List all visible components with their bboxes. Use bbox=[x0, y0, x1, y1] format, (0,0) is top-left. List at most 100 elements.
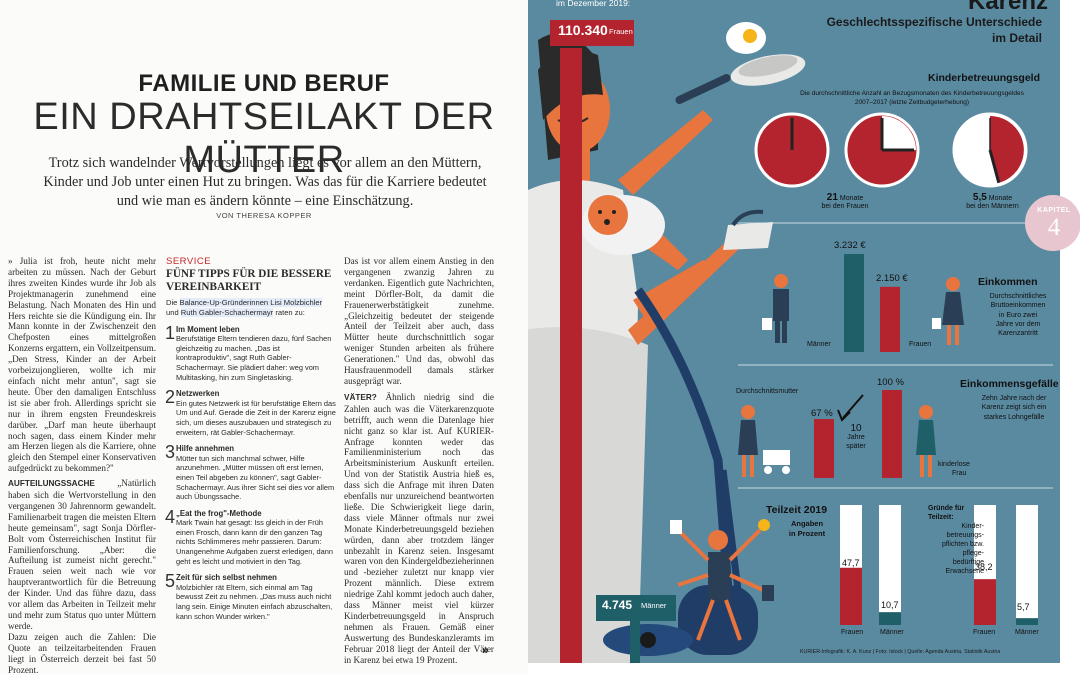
column-3-paragraph-2: Ähnlich niedrig sind die Zahlen auch was… bbox=[344, 391, 494, 665]
article-lead: Trotz sich wandelnder Wertvorstellungen … bbox=[43, 155, 487, 209]
gap-mother-value: 67 % bbox=[811, 408, 833, 419]
reason-line: betreuungs- bbox=[946, 532, 984, 539]
credit-line: KURIER-Infografik: K. A. Kunz | Foto: Is… bbox=[800, 649, 1001, 655]
clock-men-wedge bbox=[990, 116, 1024, 183]
tip-text: Ein gutes Netzwerk ist für berufstätige … bbox=[176, 398, 336, 437]
kbg-description-1: Die durchschnittliche Anzahl an Bezugsmo… bbox=[800, 90, 1024, 97]
subhead-vaeter: VÄTER? bbox=[344, 392, 377, 402]
top-left-caption: im Dezember 2019: bbox=[556, 0, 631, 8]
parttime-women-value: 47,7 bbox=[842, 558, 860, 568]
bar-charts bbox=[814, 254, 1038, 625]
tip-title: „Eat the frog"-Methode bbox=[176, 508, 262, 518]
men-count-bar bbox=[596, 595, 676, 663]
intro-text: und bbox=[166, 307, 181, 317]
reason-men-label: Männer bbox=[1015, 629, 1039, 636]
income-desc-line: Durchschnittliches bbox=[989, 293, 1047, 300]
clock-remainder-wedge bbox=[882, 116, 916, 150]
reason-bar-men bbox=[1016, 618, 1038, 625]
reason-women-value: 38,2 bbox=[975, 562, 993, 572]
gap-childless-value: 100 % bbox=[877, 377, 904, 388]
article-headline: EIN DRAHTSEILAKT DER MÜTTER bbox=[33, 96, 495, 181]
kbg-women-label: bei den Frauen bbox=[821, 203, 869, 210]
kbg-men-unit: Monate bbox=[988, 195, 1013, 202]
woman-figure-icon bbox=[932, 277, 964, 345]
parttime-bar-men bbox=[879, 612, 901, 625]
parttime-sub: Angaben in Prozent bbox=[787, 519, 827, 538]
reason-column-men bbox=[1016, 505, 1038, 625]
gap-years-later: später bbox=[846, 443, 866, 450]
gap-years-number: 10 bbox=[850, 423, 862, 434]
kbg-men-label: bei den Männern bbox=[966, 203, 1019, 210]
tip-number: 4 bbox=[165, 506, 176, 527]
intro-highlight: Balance-Up-Gründerinnen Lisi Molzbichler bbox=[179, 297, 323, 307]
kbg-heading: Kinderbetreuungsgeld bbox=[927, 72, 1040, 84]
women-count-value: 110.340 bbox=[558, 22, 608, 38]
tip-number: 1 bbox=[165, 322, 176, 343]
gap-mother-label: Durchschnittsmutter bbox=[736, 388, 799, 395]
income-women-value: 2.150 € bbox=[876, 273, 908, 284]
income-women-label: Frauen bbox=[909, 341, 932, 348]
column-3-paragraph-1: Das ist vor allem einem Anstieg in den v… bbox=[344, 256, 494, 386]
parttime-women-label: Frauen bbox=[841, 629, 864, 636]
gap-description: Zehn Jahre nach der Karenz zeigt sich ei… bbox=[976, 394, 1052, 422]
tip-text: Berufstätige Eltern tendieren dazu, fünf… bbox=[176, 334, 332, 382]
gap-desc-line: starkes Lohngefälle bbox=[983, 413, 1045, 421]
column-1-paragraph-3: Dazu zeigen auch die Zahlen: Die Quote a… bbox=[8, 631, 156, 675]
article-byline: VON THERESA KOPPER bbox=[216, 211, 312, 220]
tip-title: Hilfe annehmen bbox=[176, 444, 235, 454]
infographic-panel bbox=[528, 0, 1060, 663]
reason-men-value: 5,7 bbox=[1017, 602, 1030, 612]
tip-number: 5 bbox=[165, 571, 176, 592]
arrow-icon bbox=[842, 394, 864, 419]
income-desc-line: in Euro zwei bbox=[998, 311, 1038, 319]
gap-bar-mother bbox=[814, 419, 834, 478]
article-column-3: Das ist vor allem einem Anstieg in den v… bbox=[344, 256, 494, 666]
tip-title: Im Moment leben bbox=[176, 324, 240, 334]
parttime-men-value: 10,7 bbox=[881, 600, 899, 610]
women-count-label: Frauen bbox=[609, 27, 633, 36]
column-1-paragraph-2: „Natürlich haben sich die Wertvorstellun… bbox=[8, 478, 156, 631]
gap-childless-line: kinderlose bbox=[938, 461, 970, 468]
gap-desc-line: Zehn Jahre nach der bbox=[981, 395, 1047, 402]
tip-number: 3 bbox=[165, 442, 176, 463]
tip-text: Mütter tun sich manchmal schwer, Hilfe a… bbox=[176, 453, 335, 502]
gap-childless-line: Frau bbox=[952, 470, 967, 477]
chapter-badge-label: KAPITEL bbox=[1037, 207, 1071, 214]
gap-desc-line: Karenz zeigt sich ein bbox=[981, 404, 1047, 412]
parttime-heading: Teilzeit 2019 bbox=[766, 504, 828, 516]
father-illustration bbox=[670, 519, 774, 641]
reason-title-line: Gründe für bbox=[928, 505, 965, 512]
income-desc-line: Jahre vor dem bbox=[995, 320, 1041, 328]
gap-years-word: Jahre bbox=[847, 434, 865, 441]
parttime-reasons: Gründe für Teilzeit: Kinder- betreuungs-… bbox=[928, 504, 984, 576]
end-mark: » bbox=[482, 643, 489, 657]
tip-text: Molzbichler rät Eltern, sich einmal am T… bbox=[176, 582, 333, 621]
parttime-bar-women bbox=[840, 567, 862, 625]
frying-pan-icon bbox=[675, 22, 806, 104]
infographic-page: im Dezember 2019: Karenz Geschlechtsspez… bbox=[528, 0, 1080, 675]
kbg-women-unit: Monate bbox=[839, 195, 864, 202]
subhead-aufteilungssache: AUFTEILUNGSSACHE bbox=[8, 479, 95, 489]
chapter-badge bbox=[1025, 195, 1080, 251]
reason-text: Kinder- betreuungs- pflichten bzw. pfleg… bbox=[928, 522, 984, 576]
column-1-paragraph-1: » Julia ist froh, heute nicht mehr arbei… bbox=[8, 256, 156, 474]
gap-years: 10 Jahre später bbox=[836, 424, 876, 451]
baby-illustration bbox=[581, 195, 665, 255]
reason-line: pflichten bzw. bbox=[941, 541, 984, 548]
reason-line: pflege- bbox=[962, 550, 984, 557]
service-intro: Die Balance-Up-Gründerinnen Lisi Molzbic… bbox=[166, 297, 336, 318]
chapter-badge-number: 4 bbox=[1047, 214, 1061, 241]
mother-with-stroller-icon bbox=[738, 405, 790, 477]
income-men-value: 3.232 € bbox=[834, 240, 866, 251]
service-box: SERVICE FÜNF TIPPS FÜR DIE BESSERE VEREI… bbox=[165, 256, 336, 621]
gap-bar-childless bbox=[882, 390, 902, 478]
parttime-sub-line: in Prozent bbox=[788, 528, 826, 538]
reason-line: bedürftige bbox=[952, 559, 984, 566]
arrow-head-icon bbox=[837, 409, 851, 422]
